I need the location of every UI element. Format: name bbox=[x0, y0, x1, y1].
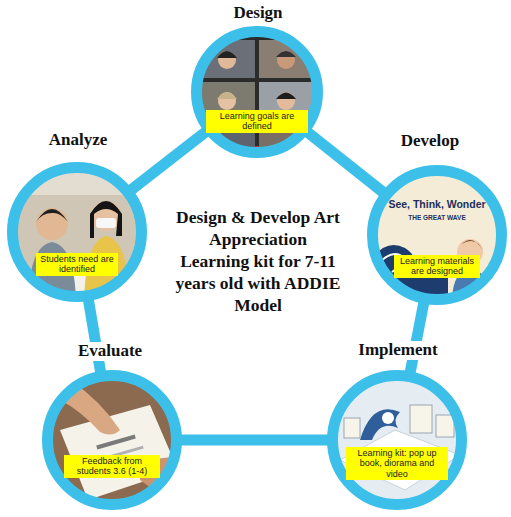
phase-heading: Analyze bbox=[46, 131, 111, 150]
learning-kit-photo bbox=[330, 373, 464, 507]
cycle-connector bbox=[410, 301, 424, 374]
phase-circle: EvaluateFeedback from students 3.6 (1-4) bbox=[42, 370, 182, 510]
circle-outline bbox=[367, 165, 507, 305]
cycle-connector bbox=[179, 440, 330, 441]
phase-circle: DesignLearning goals are defined bbox=[191, 26, 323, 158]
cycle-connector bbox=[306, 131, 384, 193]
circle-outline bbox=[42, 370, 182, 510]
circle-outline bbox=[191, 26, 323, 158]
phase-heading: Develop bbox=[398, 132, 463, 151]
printed-label: THE GREAT WAVE bbox=[408, 214, 466, 221]
phase-note: Students need are identified bbox=[36, 253, 118, 276]
center-title: Design & Develop Art Appreciation Learni… bbox=[173, 207, 343, 316]
cycle-connector bbox=[130, 131, 207, 191]
cycle-connector bbox=[88, 298, 101, 374]
phase-heading: Implement bbox=[355, 341, 440, 360]
circle-outline bbox=[7, 162, 147, 302]
circle-outline bbox=[327, 370, 467, 510]
learning-material-photo bbox=[370, 168, 504, 302]
video-call-photo bbox=[190, 25, 324, 159]
phase-note: Learning materials are designed bbox=[394, 255, 480, 278]
phase-circle: AnalyzeStudents need are identified bbox=[7, 162, 147, 302]
printed-label: See, Think, Wonder bbox=[388, 198, 485, 210]
phase-heading: Evaluate bbox=[75, 342, 145, 361]
phase-note: Feedback from students 3.6 (1-4) bbox=[64, 455, 160, 478]
feedback-photo bbox=[45, 373, 180, 507]
phase-note: Learning kit: pop up book, diorama and v… bbox=[346, 447, 448, 480]
students-photo bbox=[10, 165, 144, 302]
phase-circle: ImplementLearning kit: pop up book, dior… bbox=[327, 370, 467, 510]
phase-note: Learning goals are defined bbox=[206, 110, 308, 133]
phase-heading: Design bbox=[230, 4, 285, 23]
phase-circle: DevelopLearning materials are designed bbox=[367, 165, 507, 305]
